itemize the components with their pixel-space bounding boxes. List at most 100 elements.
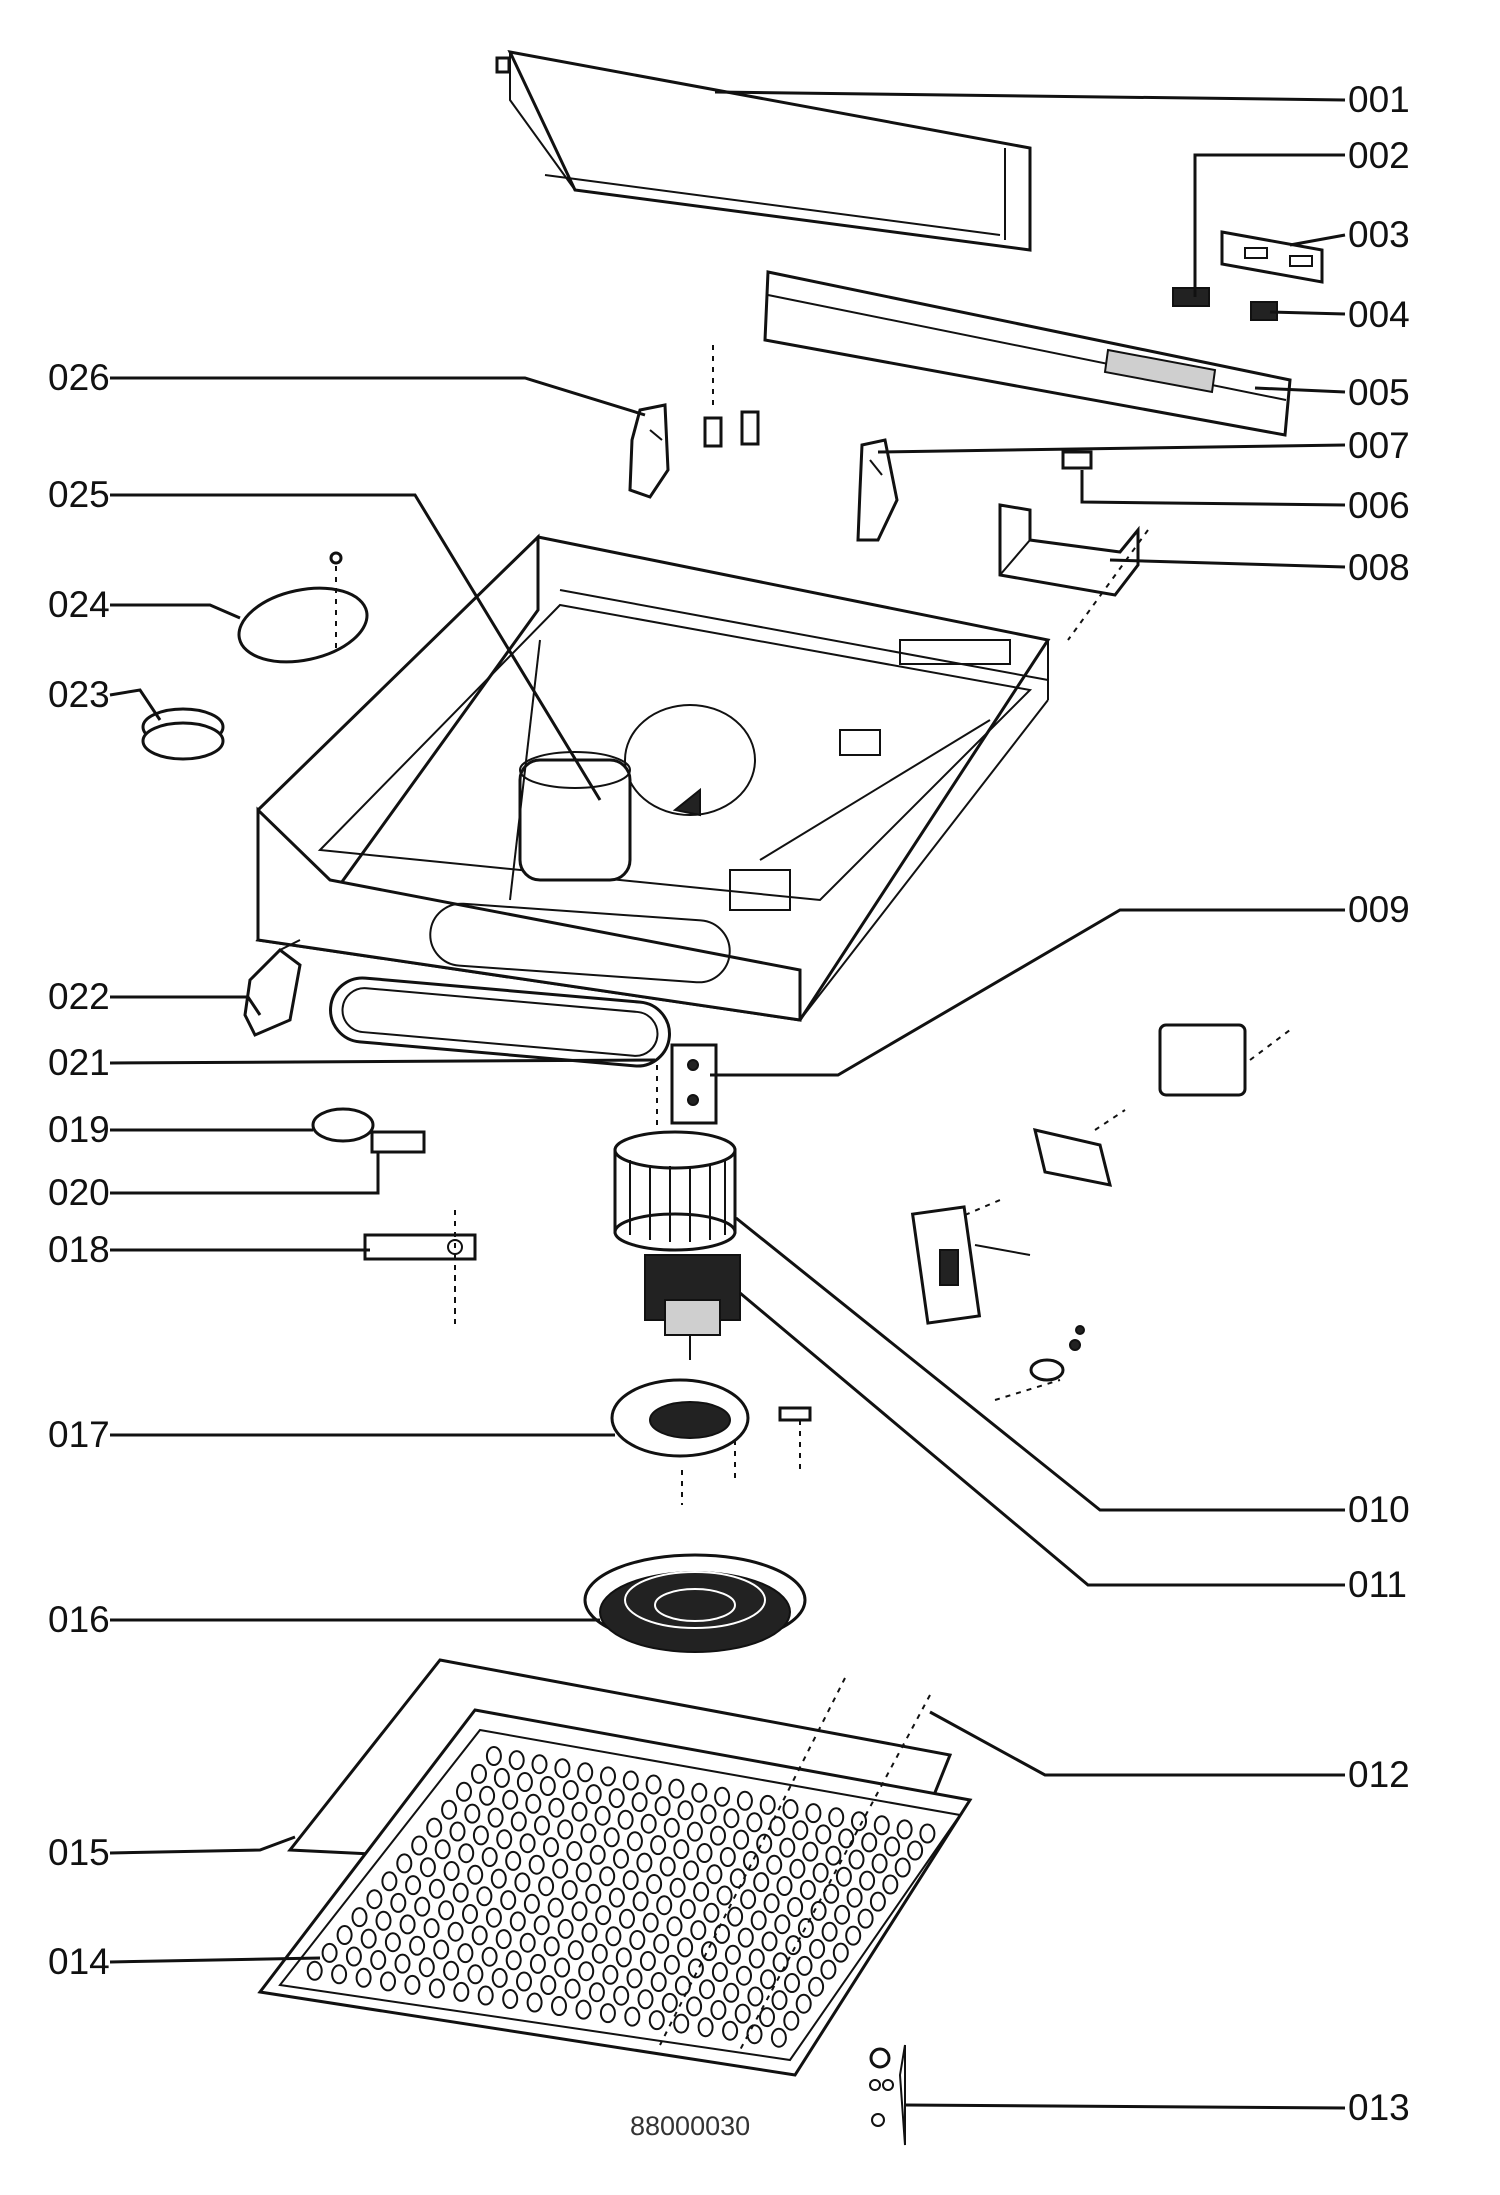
grille-hole: [802, 1841, 819, 1862]
grille-hole: [820, 1959, 837, 1980]
grille-hole: [491, 1967, 508, 1988]
grille-hole: [700, 1804, 717, 1825]
label-016: 016: [48, 1599, 110, 1640]
grille-hole: [727, 1906, 744, 1927]
grille-hole: [608, 1887, 625, 1908]
grille-hole: [529, 1953, 546, 1974]
grille-hole: [699, 1979, 715, 2000]
grille-hole: [396, 1853, 413, 1874]
grille-hole: [519, 1932, 536, 1953]
label-005: 005: [1348, 372, 1410, 413]
grille-hole: [659, 1856, 676, 1877]
grille-hole: [686, 1821, 703, 1842]
grille-hole: [761, 1931, 778, 1952]
label-026: 026: [48, 357, 110, 398]
grille-hole: [669, 1877, 686, 1898]
grille-hole: [462, 1904, 478, 1924]
label-010: 010: [1348, 1489, 1410, 1530]
grille-hole: [539, 1776, 556, 1796]
grille-hole: [479, 1785, 496, 1806]
grille-hole: [571, 1901, 588, 1922]
grille-hole: [668, 1778, 685, 1799]
grille-hole: [673, 1839, 690, 1860]
grille-hole: [481, 1847, 498, 1867]
grille-hole: [613, 1985, 630, 2006]
label-022: 022: [48, 976, 110, 1017]
grille-hole: [747, 1986, 764, 2007]
part-007-bracket: [856, 438, 899, 542]
grille-hole: [869, 1891, 886, 1912]
part-006-clip: [1061, 450, 1093, 470]
switch-plate: [910, 1199, 1031, 1325]
part-019-lamp: [311, 1107, 375, 1143]
grille-hole: [564, 1978, 581, 1999]
grille-hole: [426, 1817, 443, 1838]
grille-hole: [797, 1918, 814, 1938]
grille-hole: [723, 1808, 740, 1829]
grille-hole: [608, 1788, 625, 1809]
grille-hole: [759, 2007, 775, 2028]
grille-hole: [457, 1943, 474, 1964]
grille-hole: [487, 1807, 504, 1828]
grille-hole: [896, 1819, 913, 1840]
label-002: 002: [1348, 135, 1410, 176]
fastener-screw-group: [703, 345, 760, 448]
label-014: 014: [48, 1941, 110, 1982]
grille-hole: [566, 1841, 583, 1861]
grille-hole: [626, 1831, 643, 1852]
part-010-fan-wheel: [613, 1130, 737, 1252]
grille-hole: [656, 1895, 673, 1916]
grille-hole: [554, 1957, 571, 1978]
grille-hole: [859, 1870, 876, 1891]
part-023-ring-clamp: [141, 707, 225, 761]
grille-hole: [714, 1786, 731, 1807]
grille-hole: [622, 1870, 639, 1891]
grille-hole: [557, 1918, 574, 1939]
capacitor: [1158, 1023, 1291, 1097]
grille-hole: [782, 1799, 799, 1819]
grille-hole: [538, 1876, 555, 1897]
grille-hole: [812, 1862, 829, 1883]
grille-hole: [595, 1905, 612, 1926]
label-006: 006: [1348, 485, 1410, 526]
grille-hole: [677, 1937, 694, 1958]
label-023: 023: [48, 674, 110, 715]
part-021-filter-frame: [329, 976, 671, 1068]
grille-hole: [540, 1975, 557, 1995]
grille-hole: [428, 1878, 445, 1899]
grille-hole: [838, 1828, 855, 1849]
grille-hole: [528, 1854, 545, 1875]
grille-hole: [453, 1981, 470, 2002]
grille-hole: [703, 1902, 720, 1923]
grille-hole: [907, 1840, 924, 1861]
grille-hole: [543, 1837, 559, 1858]
grille-hole: [452, 1882, 469, 1903]
grille-hole: [351, 1907, 368, 1928]
grille-hole: [472, 1825, 489, 1846]
grille-hole: [756, 1833, 773, 1854]
part-017-motor-mount: [610, 1378, 812, 1505]
grille-hole: [551, 1996, 567, 2016]
grille-hole: [639, 1951, 656, 1971]
grille-hole: [589, 1844, 606, 1865]
grille-hole: [737, 1927, 754, 1948]
grille-hole: [770, 2027, 787, 2048]
grille-hole: [772, 1952, 789, 1973]
grille-hole: [464, 1803, 481, 1824]
grille-hole: [554, 1758, 571, 1779]
grille-hole: [632, 1891, 649, 1912]
grille-hole: [626, 1968, 643, 1989]
grille-hole: [496, 1829, 513, 1850]
grille-hole: [433, 1939, 450, 1960]
grille-hole: [687, 1958, 704, 1979]
grille-hole: [467, 1864, 484, 1885]
label-019: 019: [48, 1109, 110, 1150]
grille-hole: [846, 1887, 863, 1908]
part-005-control-strip: [763, 270, 1292, 437]
part-026-bracket: [628, 403, 670, 499]
grille-hole: [534, 1815, 550, 1836]
grille-hole: [696, 1843, 713, 1863]
hood-body: [255, 533, 1051, 1022]
part-013-clip-set: [869, 2044, 906, 2146]
grille-hole: [871, 1853, 888, 1874]
